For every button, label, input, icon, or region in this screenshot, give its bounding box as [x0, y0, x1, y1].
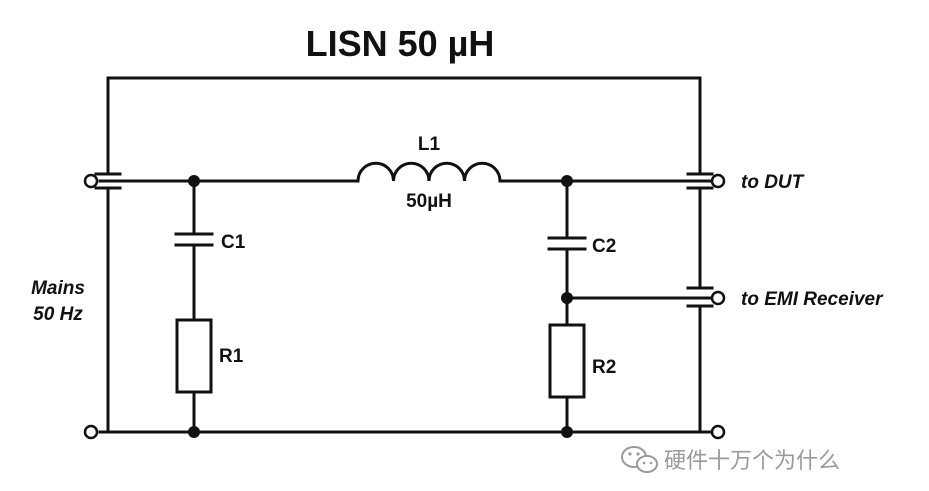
capacitor-c1	[174, 232, 214, 247]
watermark-text: 硬件十万个为什么	[664, 448, 840, 473]
capacitor-c2-label: C2	[592, 236, 616, 257]
inductor-l1-label: L1	[418, 134, 441, 155]
feedthrough-bars	[94, 172, 714, 308]
mains-terminal-top	[83, 173, 99, 189]
mains-label-line1: Mains	[31, 278, 85, 299]
dut-terminal	[710, 173, 726, 189]
receiver-label: to EMI Receiver	[741, 289, 884, 310]
resistor-r1-label: R1	[219, 346, 244, 367]
capacitor-c1-label: C1	[221, 232, 246, 253]
receiver-terminal	[710, 290, 726, 306]
dut-label: to DUT	[741, 172, 805, 193]
resistor-r2-label: R2	[592, 357, 616, 378]
diagram-title: LISN 50 µH	[306, 23, 495, 64]
branch-c2-r2-wires	[565, 179, 712, 434]
inductor-l1-value: 50µH	[406, 191, 452, 212]
mains-terminal-bottom	[83, 424, 99, 440]
resistor-r1	[175, 318, 213, 394]
resistor-r2	[548, 323, 586, 399]
mains-label-line2: 50 Hz	[33, 304, 83, 325]
inductor-l1	[356, 161, 502, 183]
enclosure-wires	[106, 76, 702, 434]
capacitor-c2	[547, 236, 587, 251]
ground-terminal-right	[710, 424, 726, 440]
wechat-icon	[621, 446, 658, 473]
junction-dots	[188, 175, 573, 438]
